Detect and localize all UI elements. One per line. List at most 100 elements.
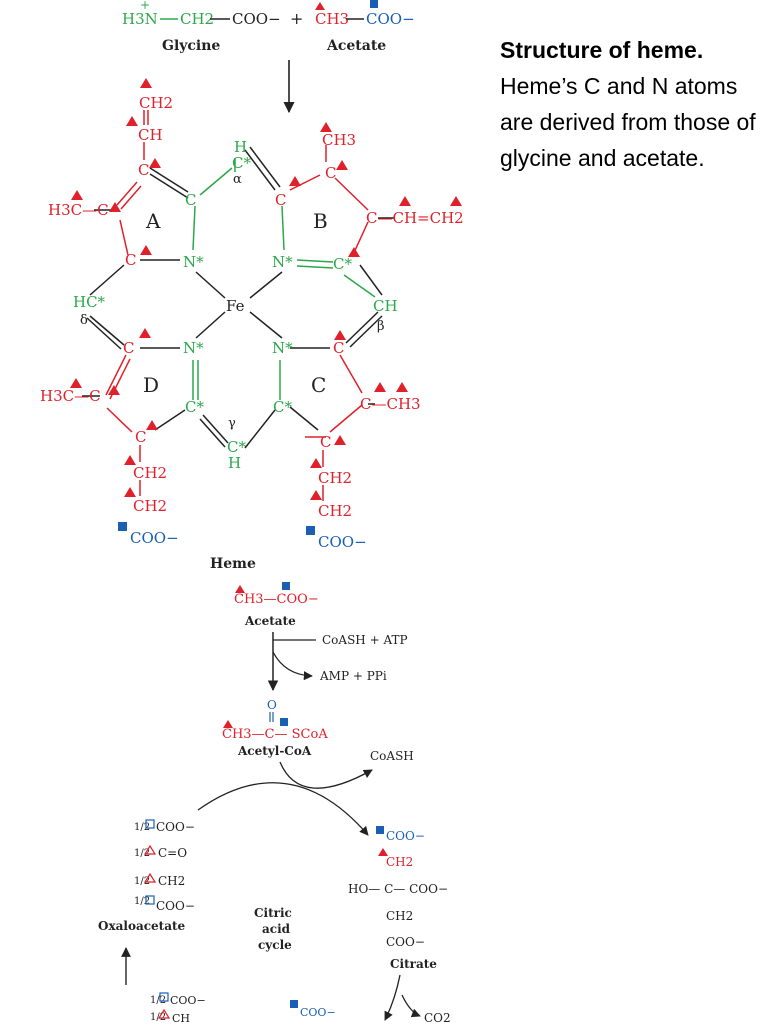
chem-label: COO−: [130, 529, 179, 547]
chem-label: COO−: [156, 899, 195, 913]
chem-label: COO−: [156, 820, 195, 834]
activation-input: CoASH + ATP: [322, 633, 408, 647]
chem-label: COO−: [386, 935, 425, 949]
chem-label: C*: [273, 398, 292, 416]
chem-label: CH: [138, 126, 163, 144]
chem-label: Acetyl-CoA: [237, 744, 312, 758]
chem-label: β: [377, 319, 385, 334]
caption-body: Heme’s C and N atoms are derived from th…: [500, 73, 756, 171]
acetate-ch3: CH3: [315, 10, 349, 28]
chem-label: C: [333, 339, 344, 357]
chem-label: 1/2: [134, 896, 150, 907]
chem-label: H3C—C: [48, 201, 109, 219]
chem-label: 1/2: [150, 995, 166, 1006]
chem-label: CH2: [318, 469, 352, 487]
caption-title: Structure of heme.: [500, 37, 704, 63]
chem-label: CH2: [386, 909, 413, 923]
oxaloacetate: 1/2 COO− 1/2 C=O 1/2 CH2 1/2 COO− Oxaloa…: [98, 819, 195, 933]
glycine-amine: H3N: [122, 10, 158, 28]
glycine-coo: COO−: [232, 10, 281, 28]
chem-label: C=O: [158, 846, 187, 860]
acetate-methyl-marker: [315, 2, 325, 10]
chem-label: δ: [80, 313, 88, 328]
chem-label: Citric: [254, 906, 292, 920]
chem-label: O: [267, 698, 277, 712]
chem-label: cycle: [258, 938, 292, 952]
chem-label: CH3: [322, 131, 356, 149]
chem-label: CH: [373, 297, 398, 315]
chem-label: COO−: [300, 1006, 336, 1019]
chem-label: CH: [172, 1012, 190, 1024]
heme-structure: CH2 CH C H3C—C C C H C* C CH3 C C—CH=CH2…: [40, 78, 464, 572]
chem-label: COO−: [318, 533, 367, 551]
chem-label: C: [125, 251, 136, 269]
chem-label: N*: [272, 339, 293, 357]
plus-sign: +: [290, 9, 303, 28]
chem-label: CH2: [133, 497, 167, 515]
chem-label: C—CH=CH2: [366, 209, 464, 227]
acetate-activation: CH3—COO− Acetate CoASH + ATP AMP + PPi: [234, 582, 408, 692]
chem-label: 1/2: [150, 1012, 166, 1023]
chem-label: CH2: [318, 502, 352, 520]
chem-label: 1/2: [134, 876, 150, 887]
chem-label: C*: [232, 154, 251, 172]
acetate-carboxyl-marker: [370, 0, 378, 8]
chem-label: 1/2: [134, 848, 150, 859]
chem-label: C: [320, 433, 331, 451]
chem-label: COO−: [386, 829, 425, 843]
chem-label: HO— C— COO−: [348, 882, 448, 896]
glycine-label: Glycine: [162, 38, 220, 54]
chem-label: CH2: [386, 855, 413, 869]
chem-label: N*: [183, 253, 204, 271]
chem-label: C: [135, 428, 146, 446]
ring-d-label: D: [143, 373, 159, 397]
acetate-label: Acetate: [326, 38, 386, 54]
chem-label: C*: [227, 438, 246, 456]
acetyl-coa: O CH3—C— SCoA Acetyl-CoA: [222, 698, 328, 758]
chem-label: C: [185, 191, 196, 209]
chem-label: γ: [228, 416, 236, 431]
chem-label: CH2: [139, 94, 173, 112]
citrate: COO− CH2 HO— C— COO− CH2 COO− Citrate: [348, 826, 448, 971]
chem-label: α: [233, 172, 242, 187]
chem-label: Citrate: [390, 957, 437, 971]
ring-a-label: A: [145, 209, 161, 233]
co2-output: CO2: [424, 1011, 451, 1024]
chem-label: N*: [272, 253, 293, 271]
glycine-ch2: CH2: [180, 10, 214, 28]
heme-label: Heme: [210, 556, 256, 572]
chem-label: COO−: [170, 994, 206, 1007]
chem-label: C: [325, 164, 336, 182]
citric-acid-cycle-label: Citric acid cycle: [254, 906, 292, 952]
iron-atom: Fe: [226, 297, 245, 315]
chem-label: CH2: [158, 874, 185, 888]
chem-label: C—CH3: [360, 395, 421, 413]
chem-label: N*: [183, 339, 204, 357]
chem-label: 1/2: [134, 822, 150, 833]
acetate-formula: CH3 COO− Acetate: [315, 0, 415, 54]
chem-label: H: [234, 138, 247, 156]
ring-b-label: B: [313, 209, 328, 233]
coash-output: CoASH: [370, 749, 414, 763]
chem-label: C: [138, 161, 149, 179]
glycine-charge: +: [140, 0, 150, 12]
chem-label: acid: [262, 922, 291, 936]
chem-label: H: [228, 454, 241, 472]
succinyl-partial: 1/2 COO− 1/2 CH COO−: [150, 992, 336, 1024]
acetate-coo: COO−: [366, 10, 415, 28]
chem-label: CH3—COO−: [234, 592, 319, 607]
carboxyl-markers: [118, 522, 315, 535]
chem-label: Acetate: [244, 614, 296, 628]
chem-label: C: [123, 339, 134, 357]
chem-label: HC*: [73, 293, 106, 311]
ring-c-label: C: [311, 373, 326, 397]
chem-label: H3C—C: [40, 387, 101, 405]
activation-output: AMP + PPi: [319, 669, 387, 683]
acetate-methyl-markers: [70, 78, 462, 500]
chem-label: CH3—C— SCoA: [222, 727, 328, 742]
chem-label: CH2: [133, 464, 167, 482]
caption: Structure of heme. Heme’s C and N atoms …: [500, 32, 762, 176]
chem-label: C*: [333, 255, 352, 273]
chem-label: C: [275, 191, 286, 209]
